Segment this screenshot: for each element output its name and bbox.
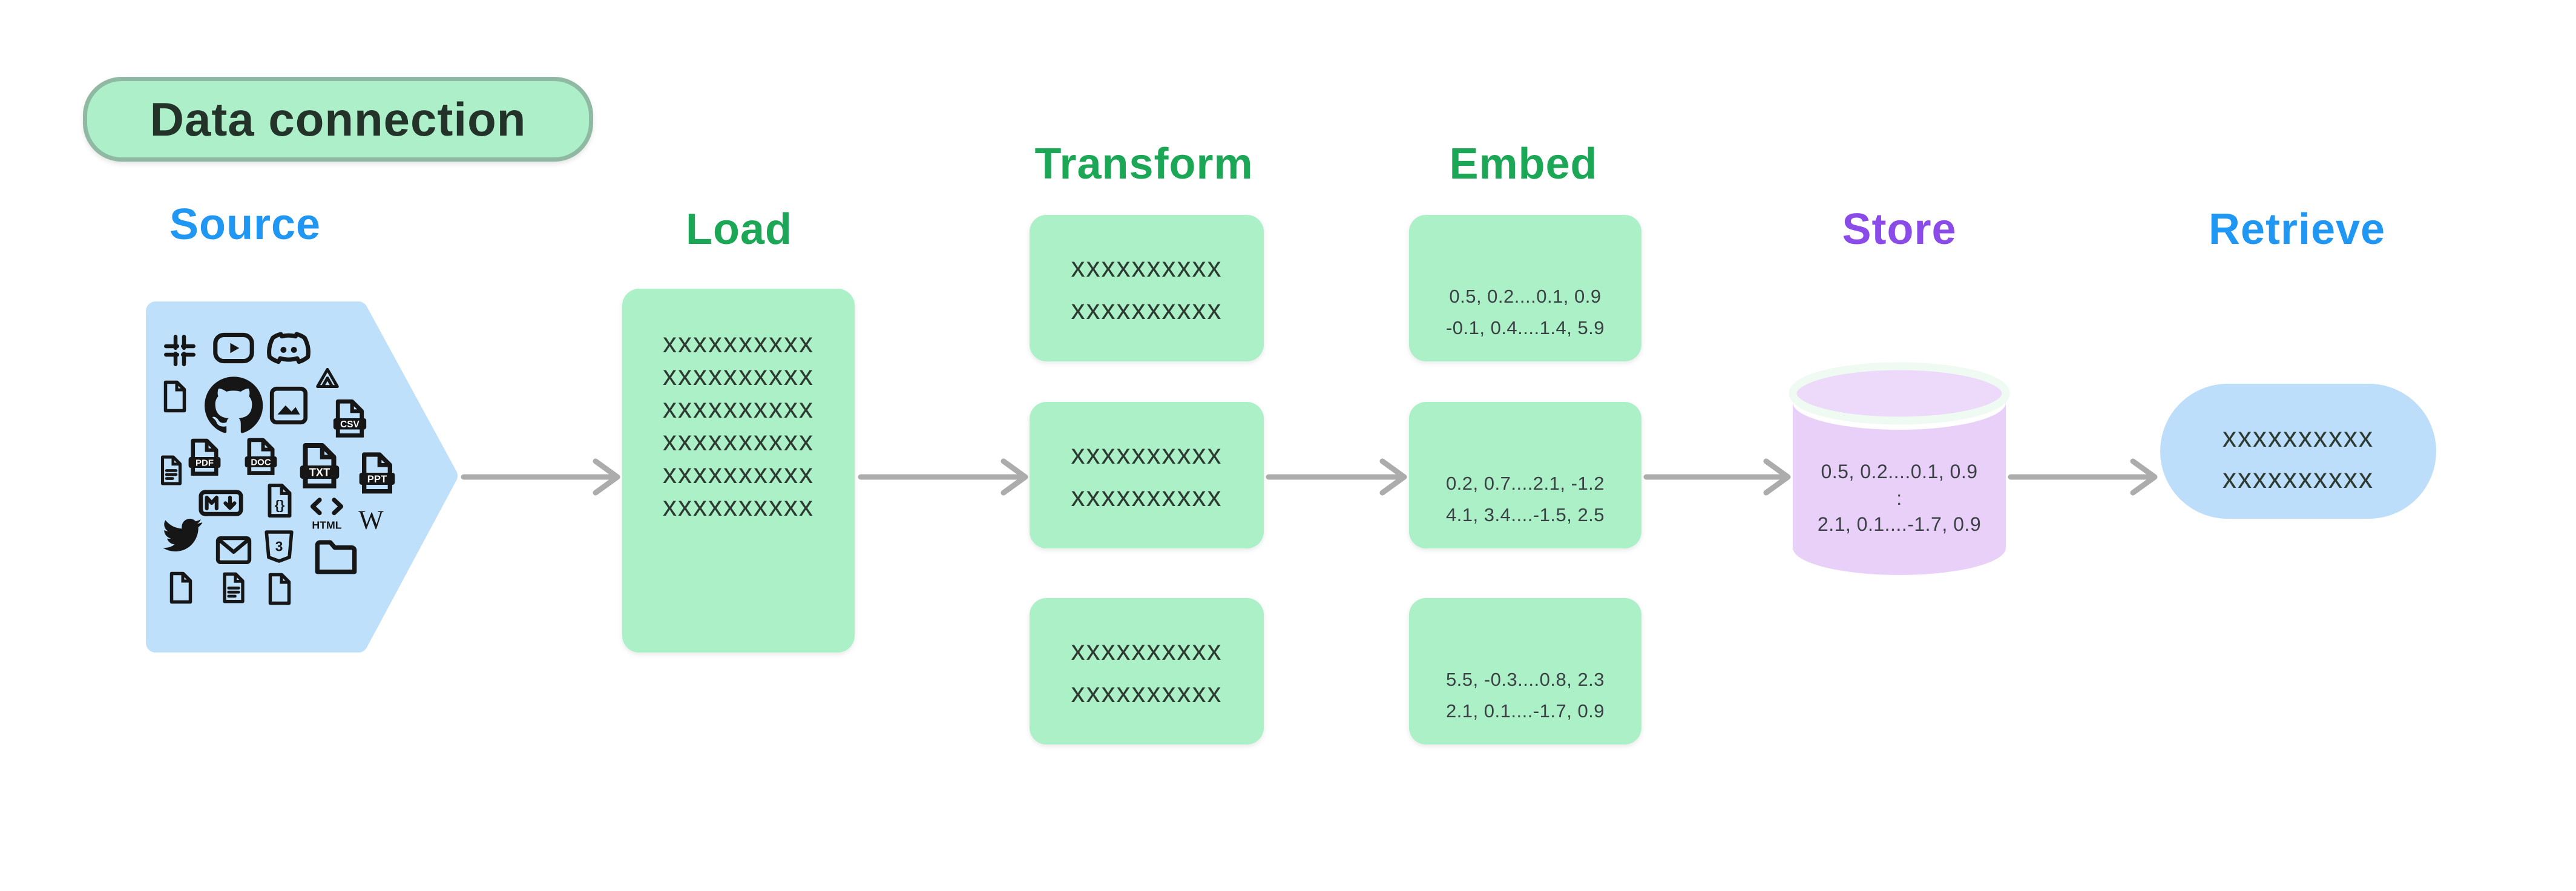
load-title: Load [686,205,792,254]
store-vector: 0.5, 0.2....0.1, 0.9 [1821,461,1978,482]
load-box: xxxxxxxxxx xxxxxxxxxx xxxxxxxxxx xxxxxxx… [622,289,855,653]
load-line: xxxxxxxxxx [663,425,814,456]
embed-box-3: 5.5, -0.3....0.8, 2.3 2.1, 0.1....-1.7, … [1409,598,1641,745]
slack-icon [161,332,199,369]
image-icon [266,383,311,428]
store-ellipsis: : [1896,487,1902,509]
flow-arrows [461,458,2158,496]
store-vectors: 0.5, 0.2....0.1, 0.9 : 2.1, 0.1....-1.7,… [1793,458,2006,539]
transform-box-1: xxxxxxxxxx xxxxxxxxxx [1030,215,1264,361]
doc-file-icon [239,435,283,478]
store-vector: 2.1, 0.1....-1.7, 0.9 [1817,513,1982,535]
embed-box-2: 0.2, 0.7....2.1, -1.2 4.1, 3.4....-1.5, … [1409,402,1641,548]
embed-vector: -0.1, 0.4....1.4, 5.9 [1445,317,1605,338]
store-title: Store [1842,205,1957,254]
csv-file-icon [327,396,372,441]
diagram-title-badge: Data connection [83,77,593,162]
file-icon [261,571,298,607]
discord-icon [264,325,313,373]
document-lines-icon [216,570,251,605]
file-icon [157,378,193,415]
code-file-icon [260,481,299,520]
arrow-store-to-retrieve [2008,458,2158,496]
arrow-source-to-load [461,458,620,496]
embed-box-1: 0.5, 0.2....0.1, 0.9 -0.1, 0.4....1.4, 5… [1409,215,1641,361]
transform-line: xxxxxxxxxx [1071,438,1223,470]
retrieve-box: xxxxxxxxxx xxxxxxxxxx [2160,384,2436,519]
embed-vector: 4.1, 3.4....-1.5, 2.5 [1445,504,1605,525]
retrieve-line: xxxxxxxxxx [2223,421,2374,453]
twitter-icon [157,510,207,560]
retrieve-line: xxxxxxxxxx [2223,462,2374,494]
transform-line: xxxxxxxxxx [1071,251,1223,283]
load-line: xxxxxxxxxx [663,327,814,358]
transform-line: xxxxxxxxxx [1071,481,1223,512]
email-icon [213,530,254,571]
load-line: xxxxxxxxxx [663,458,814,489]
transform-line: xxxxxxxxxx [1071,634,1223,666]
google-drive-icon [310,364,344,398]
ppt-file-icon [353,449,401,497]
folder-icon [312,533,360,581]
embed-title: Embed [1449,140,1598,188]
pdf-file-icon [183,435,226,479]
transform-box-2: xxxxxxxxxx xxxxxxxxxx [1030,402,1264,548]
txt-file-icon [293,439,346,492]
embed-vector: 5.5, -0.3....0.8, 2.3 [1445,669,1605,690]
load-line: xxxxxxxxxx [663,392,814,424]
html-icon [304,487,350,533]
embed-vector: 0.5, 0.2....0.1, 0.9 [1449,286,1602,307]
embed-vector: 0.2, 0.7....2.1, -1.2 [1445,473,1605,494]
load-line: xxxxxxxxxx [663,490,814,522]
diagram-title: Data connection [150,92,527,146]
file-icon [163,570,199,606]
load-line: xxxxxxxxxx [663,360,814,391]
transform-line: xxxxxxxxxx [1071,677,1223,708]
youtube-icon [211,326,256,370]
github-icon [200,372,268,439]
transform-box-3: xxxxxxxxxx xxxxxxxxxx [1030,598,1264,745]
arrow-load-to-transform [858,458,1028,496]
transform-line: xxxxxxxxxx [1071,294,1223,325]
vector-db-cylinder [1789,362,2010,575]
css3-icon [260,527,298,566]
arrow-transform-to-embed [1266,458,1407,496]
arrow-embed-to-store [1643,458,1791,496]
source-icons [146,301,461,653]
transform-title: Transform [1034,140,1254,188]
source-title: Source [169,200,321,249]
retrieve-title: Retrieve [2208,205,2386,254]
embed-vector: 2.1, 0.1....-1.7, 0.9 [1445,700,1605,722]
